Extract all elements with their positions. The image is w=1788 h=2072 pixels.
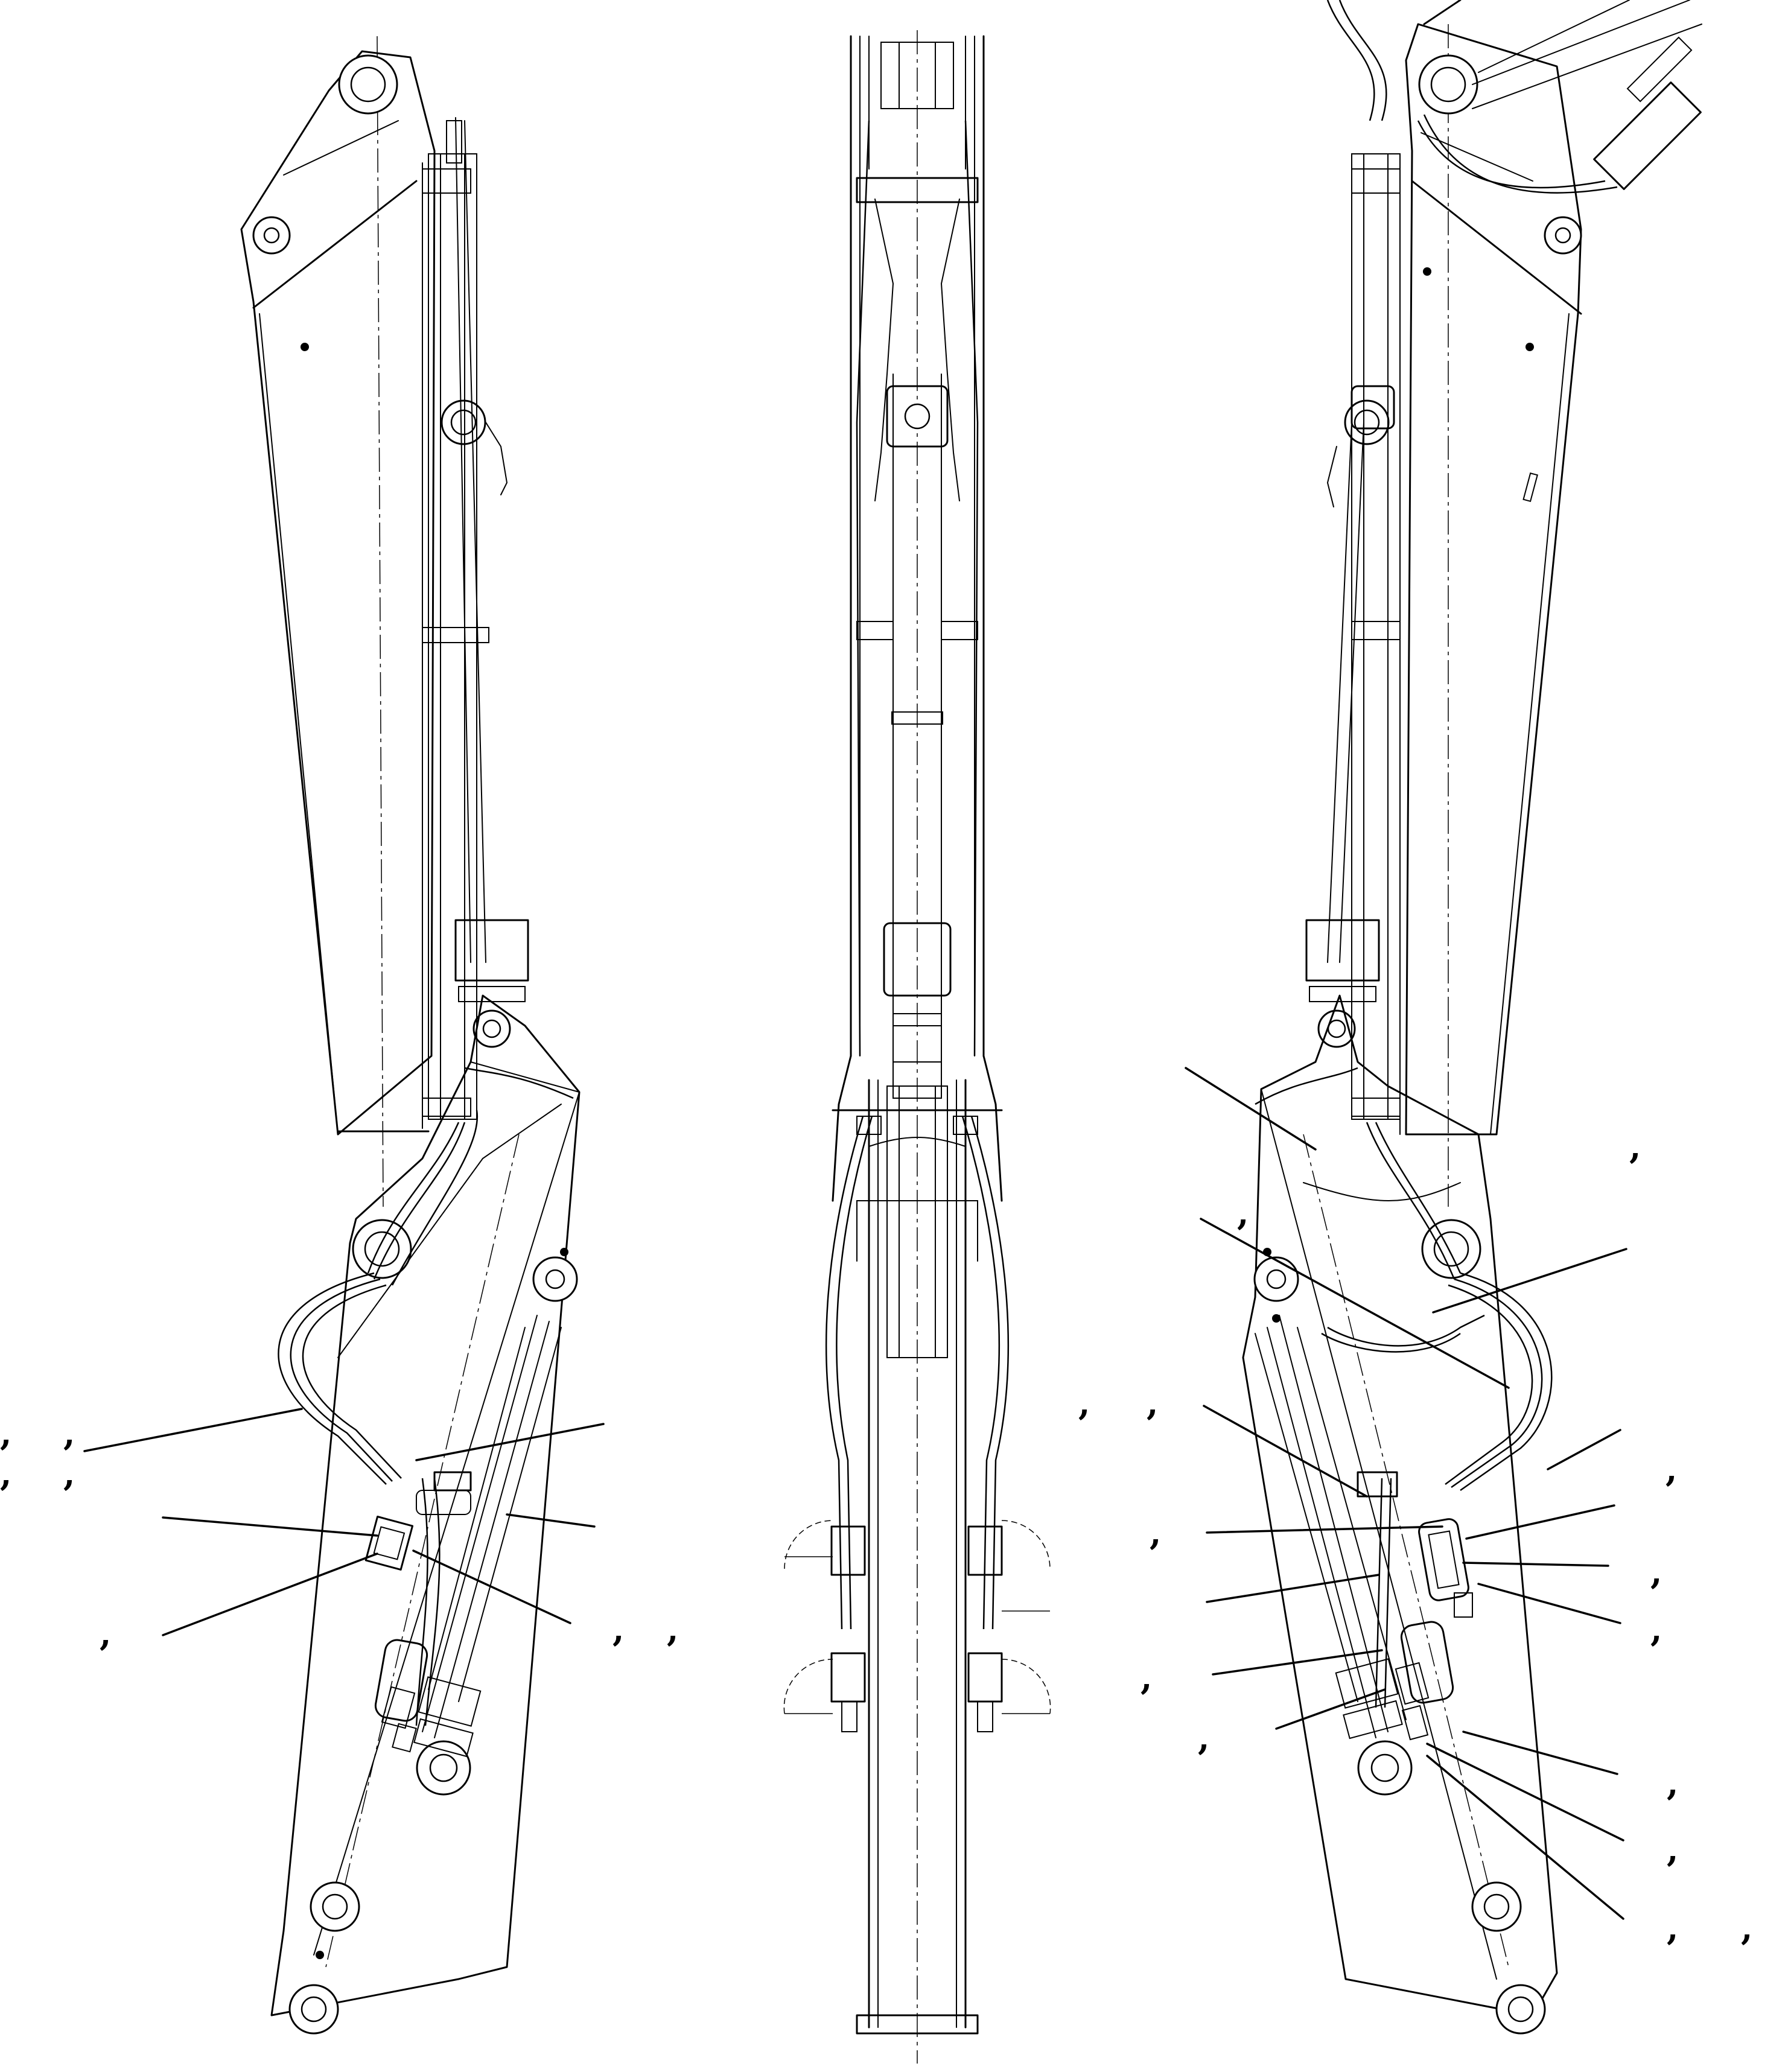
right-stick-pins	[1253, 1219, 1546, 2035]
callout-label: ,	[1141, 1658, 1153, 1698]
left-arm-cylinder	[422, 117, 529, 1120]
callout-label: ,	[1078, 1384, 1090, 1423]
left-side-view	[83, 36, 605, 2035]
callout-label: ,	[1650, 1552, 1662, 1592]
callout-labels: , , , , , , , , , , , , , , , , , , , , …	[0, 1127, 1753, 1948]
left-leader-lines	[83, 1408, 605, 1636]
callout-label: ,	[1667, 1830, 1679, 1870]
center-valves	[783, 1520, 1051, 1732]
center-hoses	[825, 120, 1010, 1630]
center-top-view	[783, 30, 1051, 2064]
callout-label: ,	[1147, 1384, 1159, 1423]
callout-label: ,	[1666, 1450, 1678, 1490]
callout-label: ,	[612, 1610, 625, 1650]
left-valve-block	[364, 1471, 472, 1753]
callout-label: ,	[1198, 1718, 1210, 1758]
callout-label: ,	[0, 1454, 12, 1494]
callout-label: ,	[667, 1610, 679, 1650]
right-valve-block	[1357, 1471, 1473, 1741]
callout-label: ,	[100, 1614, 112, 1654]
left-stick-pins	[288, 1219, 578, 2035]
callout-label: ,	[63, 1454, 75, 1494]
right-leader-lines	[1185, 1067, 1627, 1920]
right-upper-linkage	[1326, 0, 1702, 194]
callout-label: ,	[1667, 1908, 1679, 1948]
left-stick-body	[270, 994, 581, 2016]
callout-label: ,	[1150, 1513, 1162, 1553]
callout-label: ,	[63, 1414, 75, 1454]
right-bucket-cylinder	[1255, 1315, 1407, 1740]
center-boom-outline	[850, 30, 985, 2064]
callout-label: ,	[1667, 1764, 1679, 1803]
callout-label: ,	[0, 1414, 12, 1454]
callout-label: ,	[1650, 1610, 1662, 1650]
callout-label: ,	[1629, 1127, 1641, 1167]
left-hose-routing	[278, 1067, 574, 1726]
right-boom-pins	[1317, 54, 1582, 1048]
callout-label: ,	[1237, 1193, 1249, 1233]
center-stick-outline	[832, 1055, 1003, 2035]
left-boom-body	[240, 36, 436, 1207]
left-boom-pins	[252, 54, 511, 1048]
right-arm-cylinder	[1305, 153, 1401, 1120]
center-clamps	[856, 177, 979, 1135]
callout-label: ,	[1741, 1908, 1753, 1948]
left-bucket-cylinder	[413, 1315, 562, 1758]
right-side-view	[1185, 0, 1702, 2035]
right-stick-body	[1242, 994, 1558, 2016]
right-boom-body	[1399, 23, 1582, 1207]
